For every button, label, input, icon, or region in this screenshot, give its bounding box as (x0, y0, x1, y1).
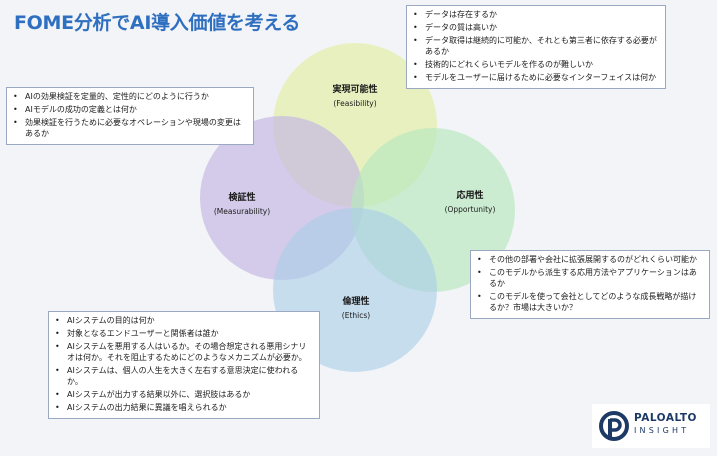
list-item: モデルをユーザーに届けるために必要なインターフェイスは何か (411, 72, 659, 83)
label-ethics: 倫理性 (Ethics) (318, 296, 394, 322)
label-feasibility-en: (Feasibility) (333, 99, 377, 108)
logo-text: PALOALTO INSIGHT (634, 412, 697, 437)
list-item: AIモデルの成功の定義とは何か (11, 104, 247, 115)
list-item: データの質は高いか (411, 22, 659, 33)
company-logo: PALOALTO INSIGHT (592, 404, 710, 448)
list-item: 対象となるエンドユーザーと関係者は誰か (53, 328, 313, 339)
list-item: このモデルから派生する応用方法やアプリケーションはあるか (475, 267, 703, 289)
list-item: データ取得は継続的に可能か、それとも第三者に依存する必要があるか (411, 35, 659, 57)
list-item: このモデルを使って会社としてどのような成長戦略が描けるか？市場は大きいか？ (475, 291, 703, 313)
callout-opportunity: その他の部署や会社に拡張展開するのがどれくらい可能か このモデルから派生する応用… (470, 250, 710, 319)
list-item: AIの効果検証を定量的、定性的にどのように行うか (11, 91, 247, 102)
list-item: AIシステムは、個人の人生を大きく左右する意思決定に使われるか。 (53, 365, 313, 387)
logo-line-1: PALOALTO (634, 412, 697, 424)
label-feasibility-jp: 実現可能性 (332, 85, 378, 95)
label-measurability-en: (Measurability) (213, 207, 271, 216)
label-opportunity: 応用性 (Opportunity) (430, 190, 510, 216)
callout-feasibility: データは存在するか データの質は高いか データ取得は継続的に可能か、それとも第三… (406, 5, 666, 89)
list-item: AIシステムの目的は何か (53, 315, 313, 326)
list-item: その他の部署や会社に拡張展開するのがどれくらい可能か (475, 254, 703, 265)
label-measurability-jp: 検証性 (228, 193, 256, 203)
list-item: 効果検証を行うために必要なオペレーションや現場の変更はあるか (11, 117, 247, 139)
label-opportunity-en: (Opportunity) (444, 205, 496, 214)
list-item: AIシステムが出力する結果以外に、選択肢はあるか (53, 389, 313, 400)
list-item: データは存在するか (411, 9, 659, 20)
callout-measurability: AIの効果検証を定量的、定性的にどのように行うか AIモデルの成功の定義とは何か… (6, 87, 254, 145)
logo-line-2: INSIGHT (634, 426, 690, 435)
label-feasibility: 実現可能性 (Feasibility) (320, 84, 390, 110)
page-title: FOME分析でAI導入価値を考える (14, 12, 301, 34)
list-item: AIシステムを悪用する人はいるか。その場合想定される悪用シナリオは何か。それを阻… (53, 341, 313, 363)
list-item: 技術的にどれくらいモデルを作るのが難しいか (411, 59, 659, 70)
list-item: AIシステムの出力結果に異議を唱えられるか (53, 402, 313, 413)
logo-mark-icon (599, 411, 629, 441)
callout-ethics: AIシステムの目的は何か 対象となるエンドユーザーと関係者は誰か AIシステムを… (48, 311, 320, 419)
label-ethics-en: (Ethics) (341, 311, 371, 320)
label-ethics-jp: 倫理性 (342, 297, 370, 307)
label-measurability: 検証性 (Measurability) (198, 192, 286, 218)
label-opportunity-jp: 応用性 (456, 191, 484, 201)
